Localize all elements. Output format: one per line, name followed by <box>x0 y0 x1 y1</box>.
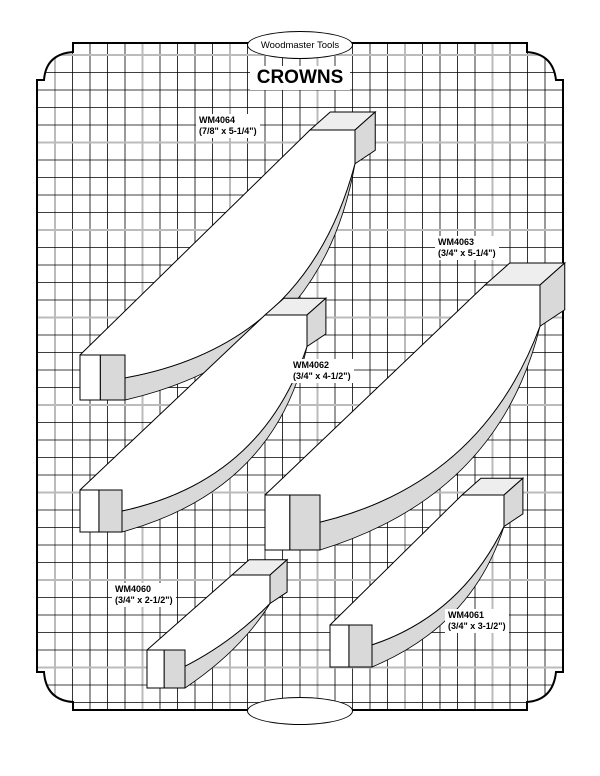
brand-oval: Woodmaster Tools <box>247 31 353 59</box>
model-number: WM4064 <box>199 115 236 125</box>
model-number: WM4061 <box>448 610 485 620</box>
model-size: (3/4" x 4-1/2") <box>293 371 351 381</box>
crown-label-wm4063: WM4063 (3/4" x 5-1/4") <box>435 236 499 260</box>
crown-end-face <box>163 649 186 689</box>
crown-label-wm4061: WM4061 (3/4" x 3-1/2") <box>445 609 509 633</box>
crown-end-front <box>264 494 291 551</box>
crown-end-front <box>146 649 165 689</box>
page-title: CROWNS <box>250 66 350 90</box>
crown-label-wm4064: WM4064 (7/8" x 5-1/4") <box>196 114 260 138</box>
crown-end-face <box>289 494 321 551</box>
crown-label-wm4062: WM4062 (3/4" x 4-1/2") <box>290 359 354 383</box>
crown-end-front <box>79 354 101 401</box>
model-size: (3/4" x 5-1/4") <box>438 248 496 258</box>
crown-molding-wm4061 <box>329 477 525 668</box>
crown-end-face <box>348 624 373 668</box>
crown-side-face <box>503 477 524 528</box>
model-size: (3/4" x 3-1/2") <box>448 621 506 631</box>
crown-end-face <box>99 354 126 401</box>
crown-molding-wm4060 <box>146 558 289 689</box>
model-size: (3/4" x 2-1/2") <box>115 595 173 605</box>
crown-label-wm4060: WM4060 (3/4" x 2-1/2") <box>112 583 176 607</box>
crown-end-front <box>329 624 350 668</box>
crown-molding-wm4062 <box>79 297 328 533</box>
model-size: (7/8" x 5-1/4") <box>199 126 257 136</box>
model-number: WM4062 <box>293 360 330 370</box>
crown-molding-wm4063 <box>264 261 567 551</box>
bottom-oval <box>247 697 353 725</box>
model-number: WM4063 <box>438 237 475 247</box>
crown-side-face <box>269 558 288 605</box>
crown-side-face <box>539 261 566 328</box>
crown-side-face <box>306 297 327 348</box>
crown-side-face <box>354 110 376 165</box>
model-number: WM4060 <box>115 584 152 594</box>
page-frame <box>36 42 564 711</box>
crown-end-face <box>98 489 123 533</box>
crown-end-front <box>79 489 100 533</box>
